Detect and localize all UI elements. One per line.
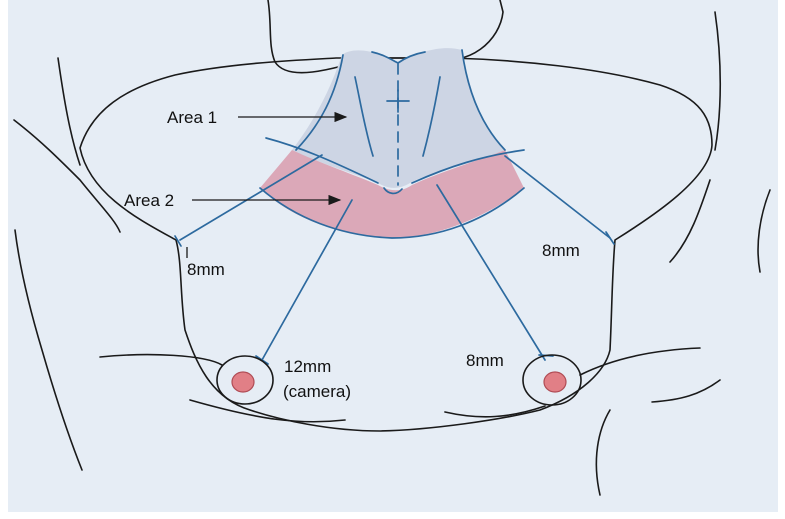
- port-label-right-upper: 8mm: [542, 241, 580, 260]
- area-2-label: Area 2: [124, 191, 174, 210]
- right-nipple: [544, 372, 566, 392]
- area-1-label: Area 1: [167, 108, 217, 127]
- port-label-left-upper: 8mm: [187, 260, 225, 279]
- port-label-right-lower: 8mm: [466, 351, 504, 370]
- port-label-left-lower-size: 12mm: [284, 357, 331, 376]
- left-nipple: [232, 372, 254, 392]
- port-label-left-lower-note: (camera): [283, 382, 351, 401]
